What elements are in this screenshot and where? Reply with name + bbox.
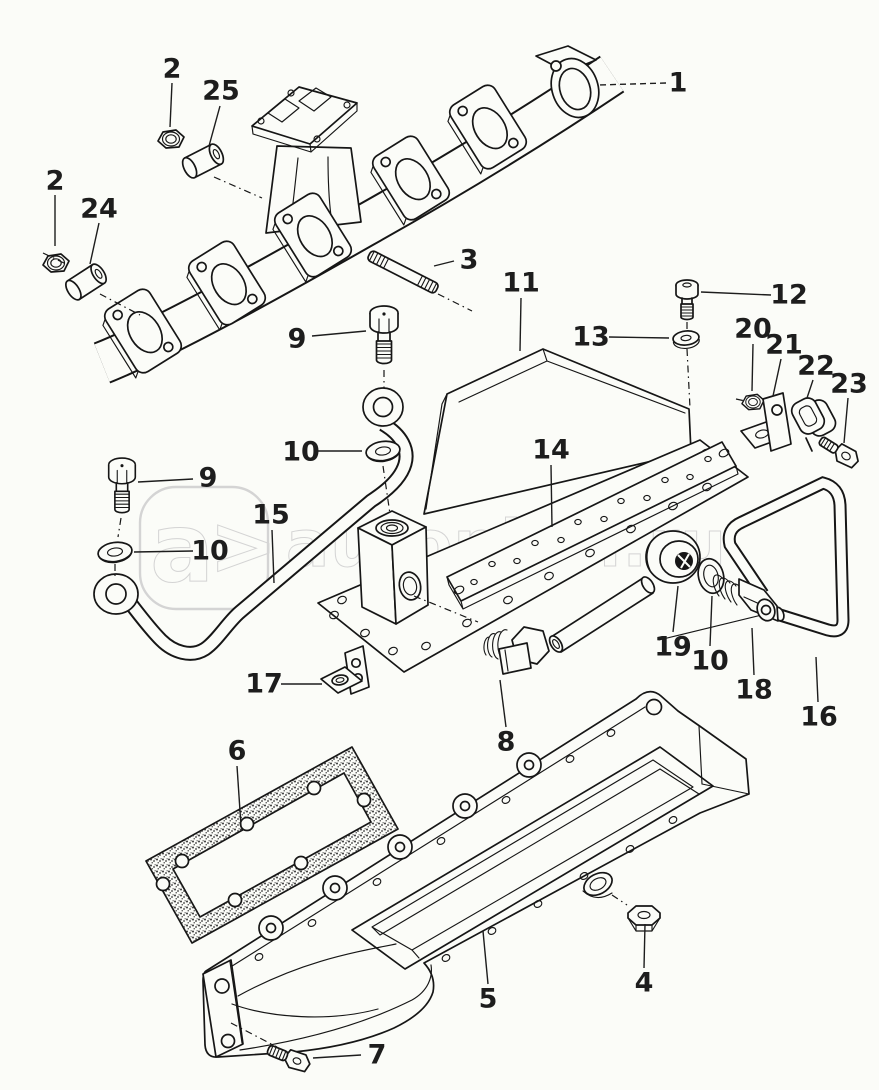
flange-bolt-drawing <box>230 1022 311 1073</box>
callout-4-leader <box>643 923 646 969</box>
callout-24: 24 <box>80 194 118 225</box>
manifold-fasteners <box>42 129 473 316</box>
callout-9a-leader <box>311 330 367 337</box>
callout-21: 21 <box>765 330 803 361</box>
callout-17: 17 <box>245 669 283 700</box>
manifold-gasket-drawing <box>145 746 399 944</box>
callout-15-leader <box>271 529 275 584</box>
watermark-logo-letter: a <box>150 494 214 604</box>
callout-14-leader <box>550 464 553 528</box>
callout-12: 12 <box>770 280 808 311</box>
callout-15: 15 <box>252 500 290 531</box>
cover-drawing <box>423 348 692 515</box>
callout-13: 13 <box>572 322 610 353</box>
elbow-fitting-drawing <box>483 576 775 675</box>
callout-2a: 2 <box>163 54 182 85</box>
callout-10b: 10 <box>191 536 229 567</box>
callout-2a-leader <box>169 82 173 128</box>
callout-4: 4 <box>635 968 654 999</box>
callout-2b: 2 <box>46 166 65 197</box>
exhaust-manifold-drawing <box>93 45 625 384</box>
callout-25-leader <box>208 105 221 147</box>
callout-23-leader <box>843 397 849 444</box>
callout-3: 3 <box>460 245 479 276</box>
callout-20: 20 <box>734 314 772 345</box>
callout-10b-leader <box>133 550 194 553</box>
callout-3-leader <box>433 260 455 267</box>
watermark-logo-frame <box>138 485 270 611</box>
callout-11: 11 <box>502 268 540 299</box>
callout-18: 18 <box>735 675 773 706</box>
callout-1: 1 <box>669 68 688 99</box>
callout-8: 8 <box>497 727 516 758</box>
cover-gasket-drawing <box>446 441 739 610</box>
callout-25: 25 <box>202 76 240 107</box>
callout-18-leader <box>751 627 755 676</box>
callout-5-leader <box>482 930 489 985</box>
tube-loop-drawing <box>722 476 850 638</box>
callout-9b-leader <box>137 478 194 483</box>
grommet-fitting-drawing <box>645 530 779 622</box>
callout-22: 22 <box>797 351 835 382</box>
clamp-group-drawing <box>735 392 859 469</box>
callout-24-leader <box>89 222 100 265</box>
callout-9b: 9 <box>199 463 218 494</box>
callout-20-leader <box>751 343 754 392</box>
intake-manifold-drawing <box>202 690 750 1058</box>
callout-23: 23 <box>830 369 868 400</box>
plug-drawing <box>611 894 661 932</box>
callout-16-leader <box>815 656 819 703</box>
callout-6-leader <box>236 765 242 827</box>
callout-10c: 10 <box>691 646 729 677</box>
callout-19-leader <box>672 585 679 633</box>
support-bracket-drawing <box>320 645 370 695</box>
callout-11-leader <box>519 297 522 352</box>
callout-14: 14 <box>532 435 570 466</box>
callout-7: 7 <box>368 1040 387 1071</box>
callout-9a: 9 <box>288 324 307 355</box>
callout-6: 6 <box>228 736 247 767</box>
cover-bolt-drawing <box>672 279 700 409</box>
callout-10a: 10 <box>282 437 320 468</box>
callout-21-leader <box>772 358 782 397</box>
watermark-logo-arrow-icon: > <box>209 499 278 594</box>
callout-16: 16 <box>800 702 838 733</box>
callout-22-leader <box>806 379 814 399</box>
callout-19: 19 <box>654 632 692 663</box>
end-flange <box>535 45 600 119</box>
callout-5: 5 <box>479 984 498 1015</box>
oil-pipe-drawing <box>93 305 414 661</box>
callout-1-leader <box>597 82 667 86</box>
callout-10c-leader <box>709 595 713 647</box>
callout-13-leader <box>608 336 670 339</box>
callout-12-leader <box>700 291 772 296</box>
callout-7-leader <box>312 1054 362 1059</box>
callout-8-leader <box>499 679 507 728</box>
stud <box>367 250 439 294</box>
